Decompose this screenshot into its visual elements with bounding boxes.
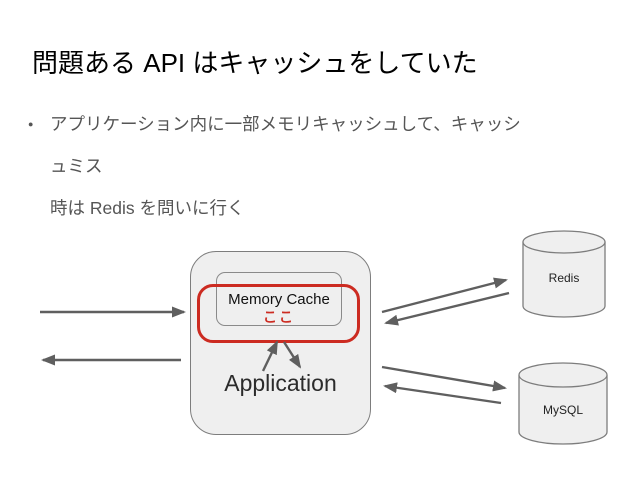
bullet-icon: ● <box>28 119 34 129</box>
mysql-cylinder-icon <box>518 362 608 445</box>
memory-cache-label: Memory Cache <box>228 291 330 308</box>
redis-label: Redis <box>548 271 580 285</box>
bullet-item: アプリケーション内に一部メモリキャッシュして、キャッシュミス 時は Redis … <box>50 103 535 229</box>
bullet-line-1: アプリケーション内に一部メモリキャッシュして、キャッシュミス <box>50 114 521 176</box>
highlight-red-frame <box>197 284 360 343</box>
highlight-here-label: ここ <box>263 309 295 325</box>
arrow-app-to-mysql-icon <box>381 365 507 392</box>
slide-title: 問題ある API はキャッシュをしていた <box>32 48 478 78</box>
arrow-app-to-redis-icon <box>381 277 508 314</box>
application-label: Application <box>224 370 337 396</box>
memory-cache-box <box>216 272 342 326</box>
arrow-mysql-to-app-icon <box>383 382 502 405</box>
mysql-label: MySQL <box>542 403 583 417</box>
redis-cylinder-icon <box>522 230 606 318</box>
arrow-redis-to-app-icon <box>384 291 510 326</box>
bullet-line-2: 時は Redis を問いに行く <box>50 198 245 218</box>
